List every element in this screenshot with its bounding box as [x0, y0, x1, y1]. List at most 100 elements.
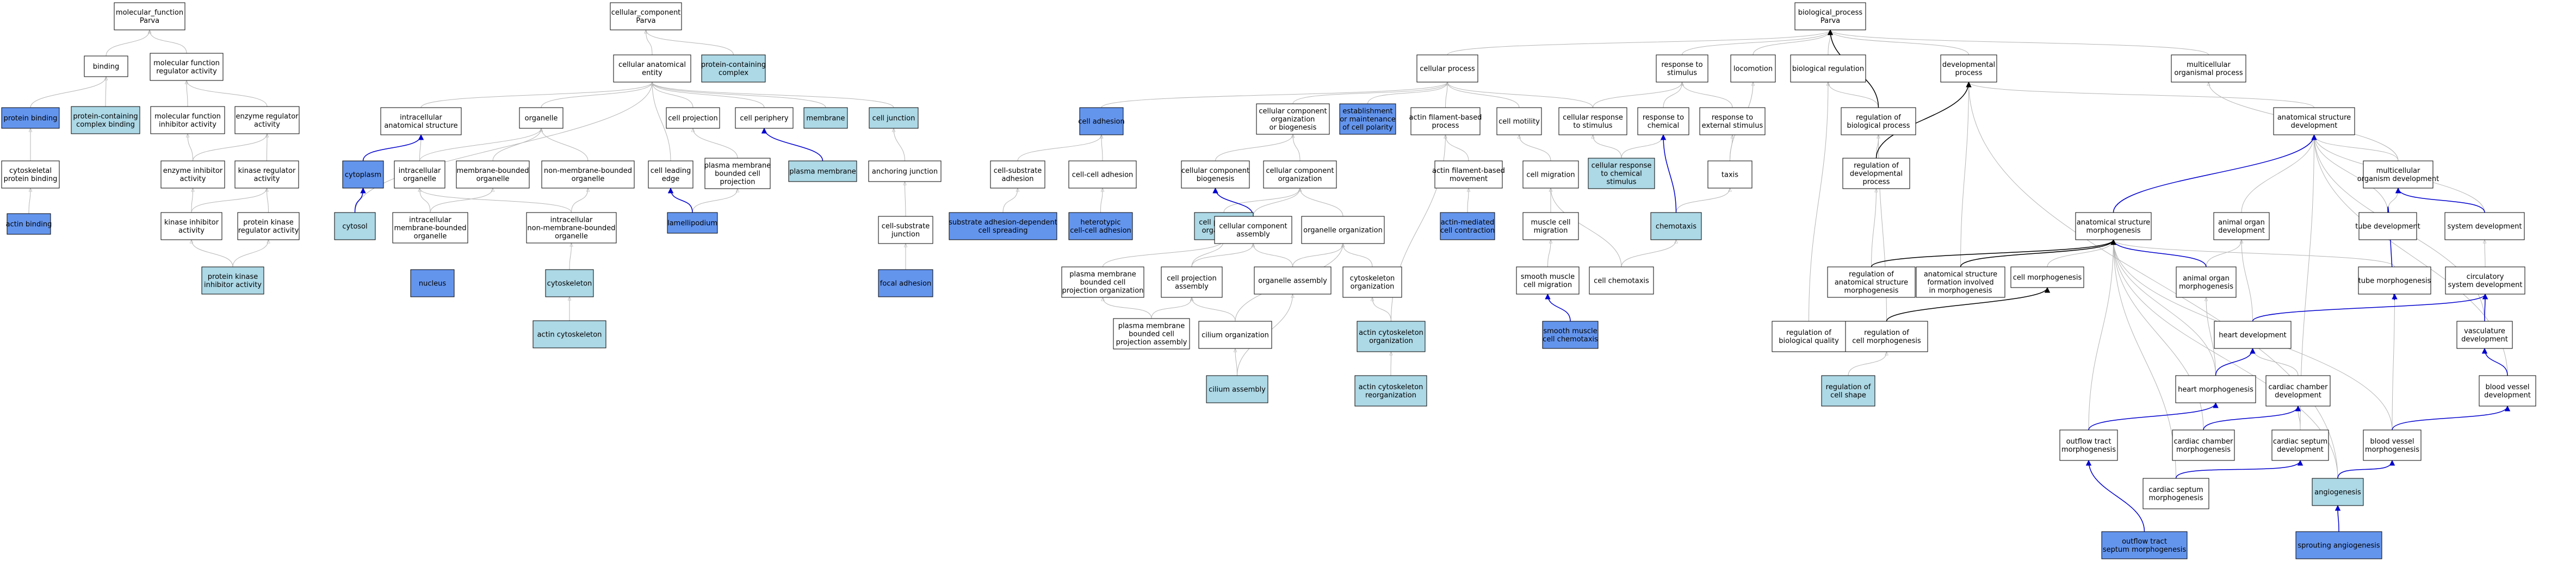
node-bioreg[interactable]: biological regulation [1790, 54, 1866, 83]
node-sprout[interactable]: sprouting angiogenesis [2295, 531, 2382, 559]
node-organelle[interactable]: organelle [519, 107, 564, 129]
node-nucleus[interactable]: nucleus [410, 269, 455, 297]
node-orgasm[interactable]: organelle assembly [1254, 266, 1332, 295]
node-cytoplasm[interactable]: cytoplasm [342, 160, 384, 189]
node-celladh[interactable]: cell adhesion [1078, 107, 1125, 135]
node-actincsk[interactable]: actin cytoskeleton [532, 320, 606, 348]
node-inmbo[interactable]: intracellularnon-membrane-boundedorganel… [526, 212, 617, 244]
node-tubemorph[interactable]: tube morphogenesis [2358, 266, 2431, 295]
node-tubedev[interactable]: tube development [2355, 212, 2420, 240]
node-protbind[interactable]: protein binding [1, 107, 60, 129]
node-lamellipodium[interactable]: lamellipodium [667, 212, 718, 234]
node-actinbind[interactable]: actin binding [6, 213, 52, 235]
node-ccadh[interactable]: cell-cell adhesion [1068, 160, 1137, 189]
node-cellproj[interactable]: cell projection [666, 107, 720, 129]
node-membrane[interactable]: membrane [803, 107, 848, 129]
node-focaladh[interactable]: focal adhesion [878, 269, 933, 297]
node-cellmot[interactable]: cell motility [1496, 107, 1542, 135]
node-angio[interactable]: angiogenesis [2312, 478, 2364, 506]
node-cellchemo[interactable]: cell chemotaxis [1589, 266, 1654, 295]
node-celljunc[interactable]: cell junction [869, 107, 919, 129]
node-cellproc[interactable]: cellular process [1416, 54, 1478, 83]
node-locomotion[interactable]: locomotion [1730, 54, 1776, 83]
node-ciliumasm[interactable]: cilium assembly [1206, 375, 1268, 403]
node-anchjunc[interactable]: anchoring junction [868, 160, 942, 182]
node-cellmorph[interactable]: cell morphogenesis [2010, 266, 2084, 288]
node-cellmig[interactable]: cell migration [1522, 160, 1579, 189]
node-binding[interactable]: binding [84, 55, 128, 77]
node-orgorg[interactable]: organelle organization [1301, 216, 1385, 244]
node-cellperiph[interactable]: cell periphery [735, 107, 794, 129]
node-plasmamem[interactable]: plasma membrane [788, 160, 857, 182]
node-cytosol[interactable]: cytosol [334, 212, 376, 240]
node-cytoskeleton[interactable]: cytoskeleton [545, 269, 594, 297]
node-chemotaxis[interactable]: chemotaxis [1650, 212, 1702, 240]
node-taxis[interactable]: taxis [1707, 160, 1753, 189]
